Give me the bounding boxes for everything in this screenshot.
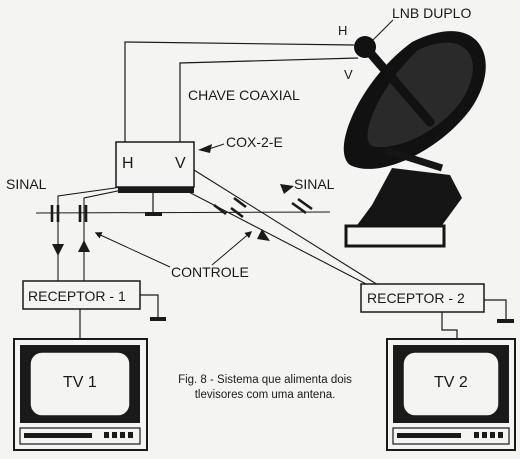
receptor-1-box <box>22 280 141 310</box>
receptor-1-ground <box>140 294 166 321</box>
cable-h-label: H <box>338 23 348 38</box>
satellite-dish <box>343 31 486 248</box>
coupling-marks-left <box>50 205 88 222</box>
lnb-leader-line <box>372 19 394 41</box>
caption-line-2: tlevisores com uma antena. <box>194 389 336 401</box>
receptor-2-ground <box>484 299 514 323</box>
chave-coaxial-label: CHAVE COAXIAL <box>188 87 300 103</box>
switch-ground <box>145 193 162 216</box>
wire-r1-control <box>83 187 133 281</box>
receptor-2-label: RECEPTOR - 2 <box>367 290 465 306</box>
cox-2-e-label: COX-2-E <box>226 134 283 150</box>
switch-h-label: H <box>122 155 134 172</box>
control-arrow-up <box>78 240 90 252</box>
coaxial-switch <box>115 141 195 188</box>
sinal-right-arrow <box>280 184 294 194</box>
tv-2 <box>386 338 516 451</box>
wire-r2-control <box>193 169 379 286</box>
lnb-feed-horn <box>354 36 435 127</box>
cable-v <box>179 57 359 142</box>
sinal-right-label: SINAL <box>294 176 335 192</box>
receptor-1-label: RECEPTOR - 1 <box>28 288 126 304</box>
controle-pointer-left <box>94 232 171 268</box>
lnb-duplo-label: LNB DUPLO <box>392 5 472 21</box>
caption-line-1: Fig. 8 - Sistema que alimenta dois <box>178 374 352 386</box>
sinal-left-label: SINAL <box>6 176 47 192</box>
controle-pointer-right2 <box>257 229 270 241</box>
cox-pointer-arrow <box>198 144 212 153</box>
wire-r2-signal <box>182 188 369 286</box>
coaxial-switch-base <box>118 187 194 193</box>
tv-2-label: TV 2 <box>434 374 468 391</box>
tv-1-label: TV 1 <box>63 374 97 391</box>
switch-v-label: V <box>175 155 186 172</box>
receptor-2-box <box>360 283 485 313</box>
coupling-marks-right <box>213 196 313 219</box>
signal-arrow-down <box>52 244 64 256</box>
cable-h <box>124 41 355 142</box>
controle-label: CONTROLE <box>171 264 249 280</box>
cable-v-label: V <box>344 67 353 82</box>
wire-r1-signal <box>57 186 123 281</box>
tv-1 <box>13 338 148 451</box>
controle-pointer-right <box>211 231 253 266</box>
figure-caption: Fig. 8 - Sistema que alimenta dois tlevi… <box>160 373 370 403</box>
cable-receptor2-tv2 <box>441 312 458 340</box>
